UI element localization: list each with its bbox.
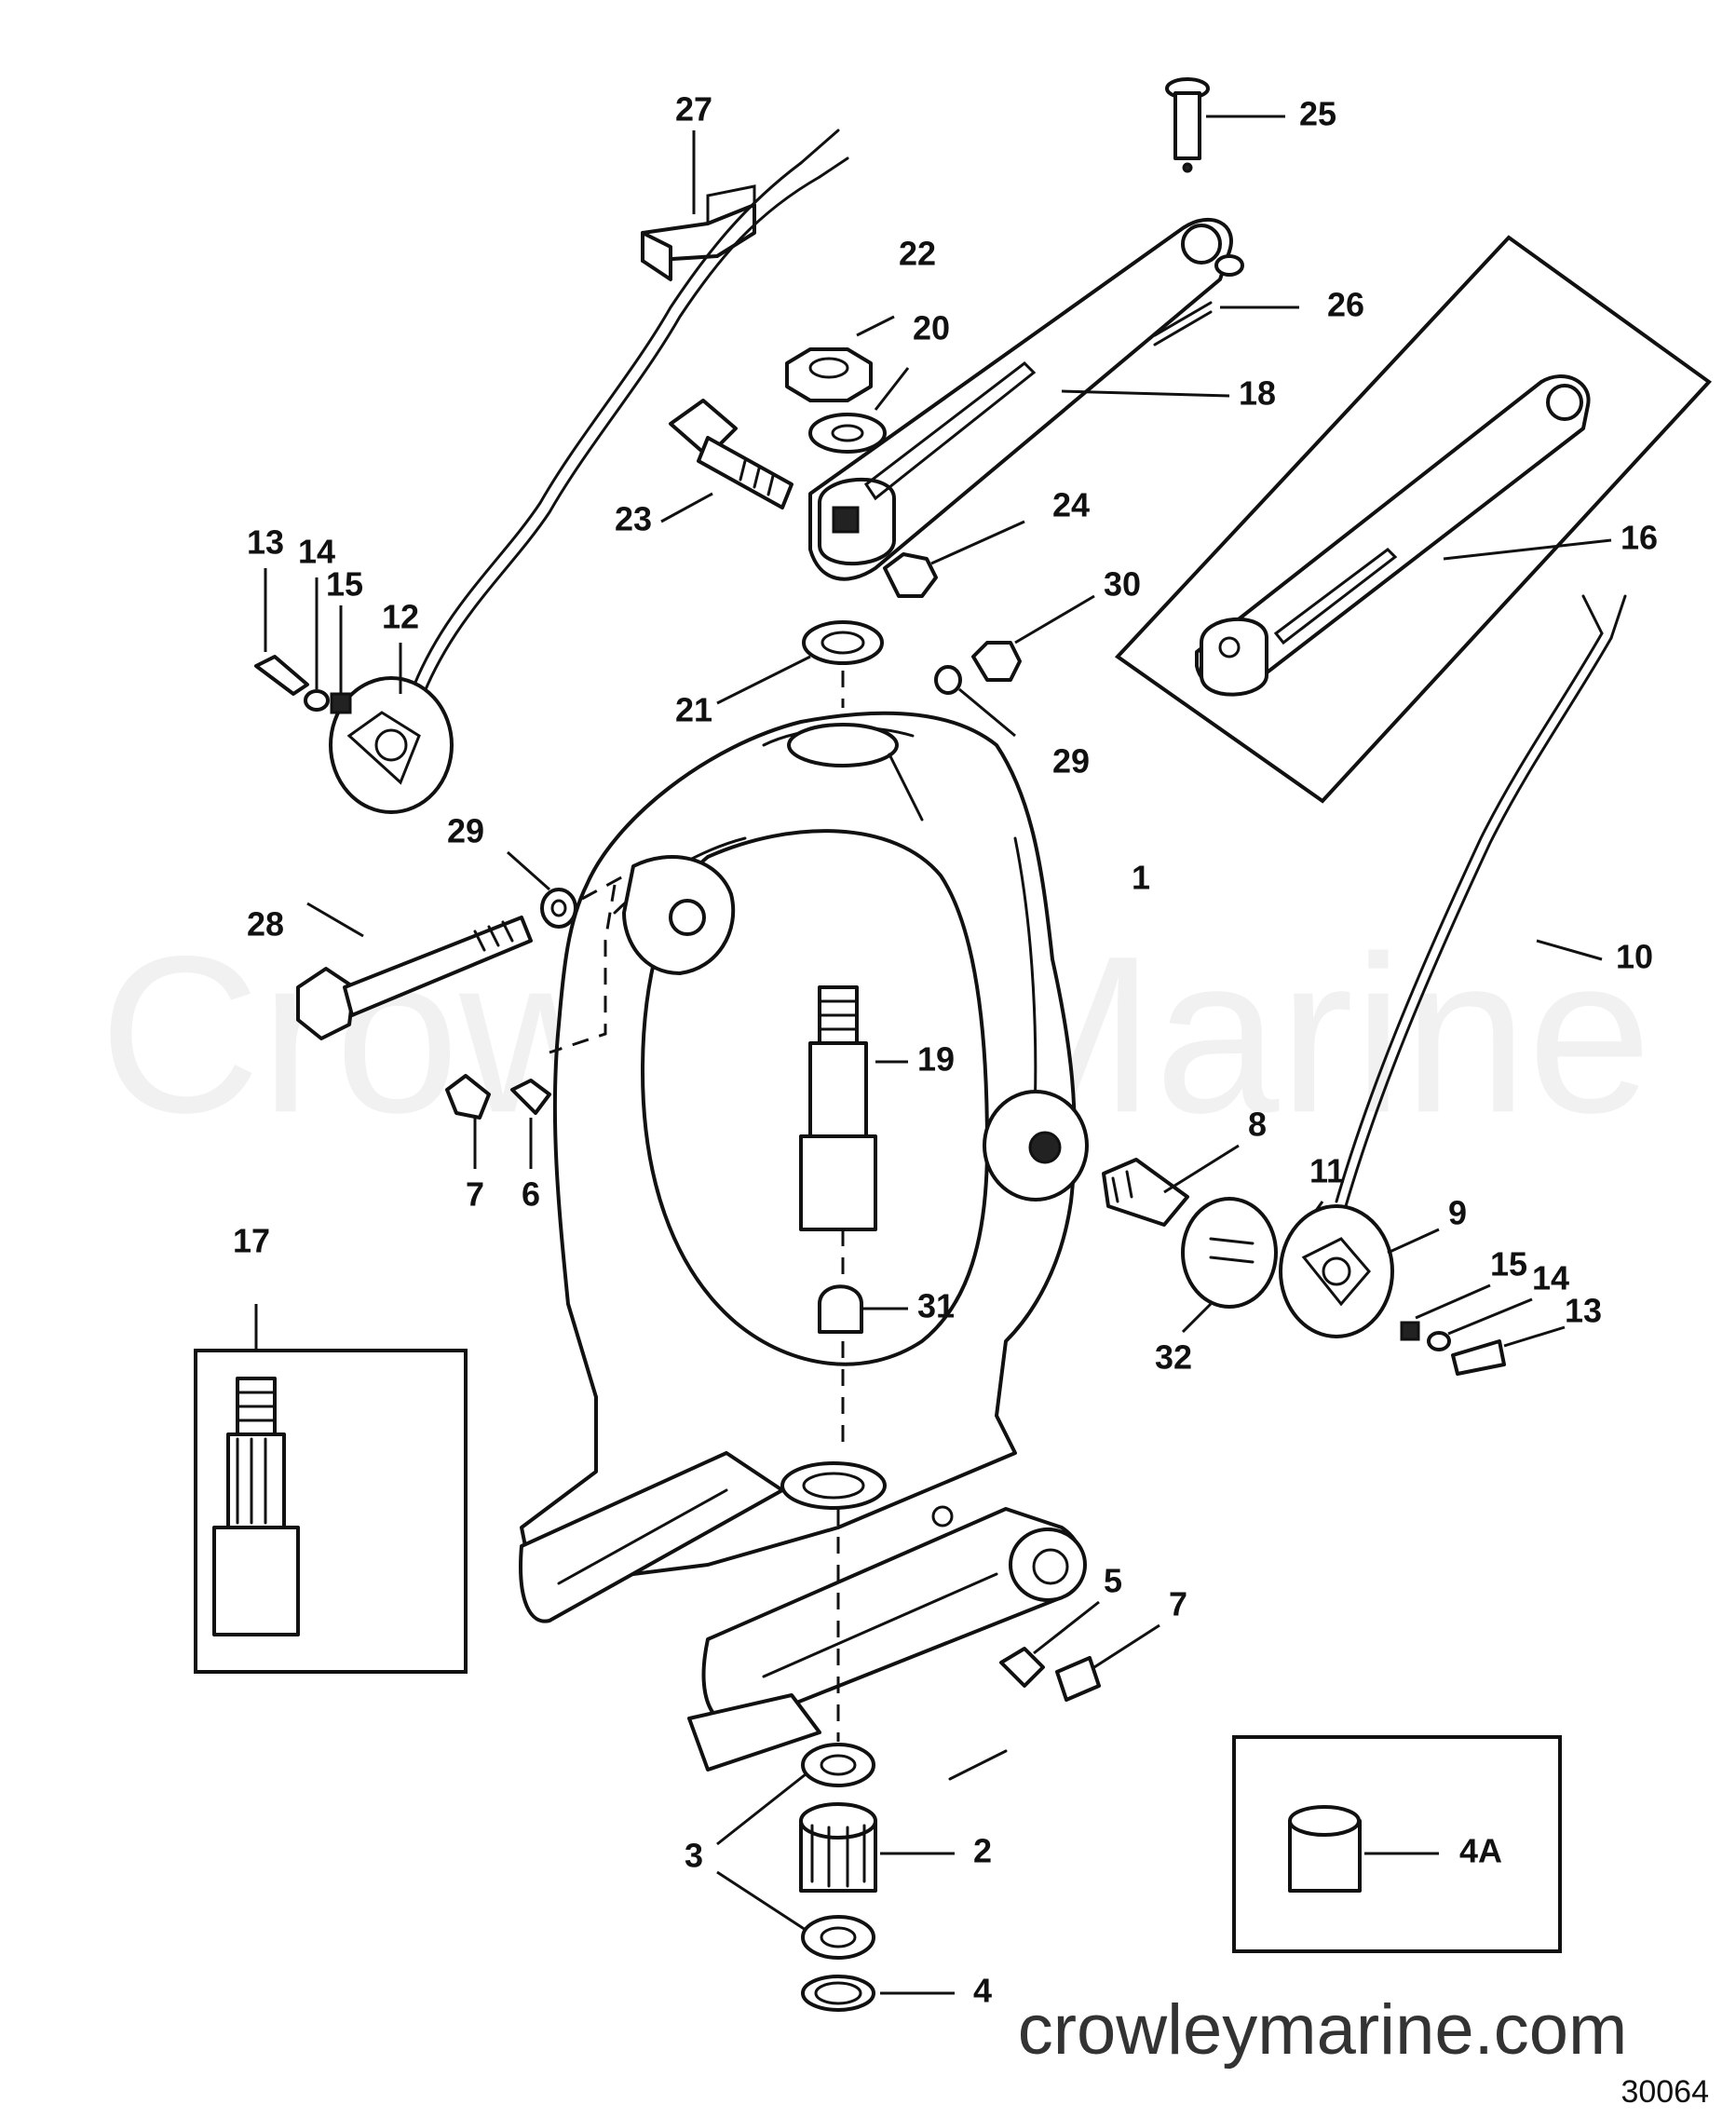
washer-14-right bbox=[1427, 1297, 1533, 1351]
washer-14-upper bbox=[304, 577, 330, 712]
callout-22: 22 bbox=[899, 235, 936, 273]
nut-24 bbox=[883, 520, 1025, 598]
trim-sender-12 bbox=[329, 129, 849, 814]
gimbal-ring bbox=[519, 711, 1089, 1781]
plug-7-lower bbox=[1055, 1623, 1160, 1702]
clevis-pin-25 bbox=[1165, 77, 1285, 173]
spacer-15-right bbox=[1400, 1283, 1491, 1341]
fitting-6 bbox=[510, 1079, 551, 1169]
callout-3: 3 bbox=[685, 1837, 703, 1875]
callout-13-upper: 13 bbox=[247, 523, 284, 562]
callout-18: 18 bbox=[1239, 374, 1276, 413]
bracket-27 bbox=[641, 130, 756, 281]
inset-box-17 bbox=[194, 1304, 468, 1674]
callout-29-left: 29 bbox=[447, 812, 484, 850]
callout-17: 17 bbox=[233, 1222, 270, 1260]
callout-21: 21 bbox=[675, 691, 712, 729]
reference-number: 30064 bbox=[1621, 2074, 1709, 2110]
callout-15-right: 15 bbox=[1490, 1245, 1527, 1283]
callout-26: 26 bbox=[1327, 286, 1364, 324]
washer-4 bbox=[801, 1975, 955, 2012]
bolt-28 bbox=[296, 902, 533, 1040]
callout-4a: 4A bbox=[1459, 1832, 1502, 1870]
nut-22 bbox=[785, 315, 895, 402]
spacer-15-upper bbox=[330, 605, 352, 714]
nut-30 bbox=[971, 594, 1095, 682]
callout-12: 12 bbox=[382, 598, 419, 636]
callout-8: 8 bbox=[1248, 1106, 1267, 1144]
callout-27: 27 bbox=[675, 90, 712, 129]
callout-28: 28 bbox=[247, 905, 284, 944]
inset-box-4a bbox=[1232, 1735, 1562, 1953]
callout-1: 1 bbox=[1132, 859, 1150, 897]
callout-2: 2 bbox=[973, 1832, 992, 1870]
plug bbox=[818, 1284, 908, 1334]
fitting-7-left bbox=[445, 1074, 491, 1169]
callout-7-left: 7 bbox=[466, 1175, 484, 1214]
callout-31: 31 bbox=[917, 1287, 955, 1325]
washer-21 bbox=[716, 620, 884, 705]
washer-29-right bbox=[934, 665, 1016, 738]
callout-10: 10 bbox=[1616, 938, 1653, 976]
callout-11: 11 bbox=[1309, 1152, 1345, 1190]
cotter-pin-26 bbox=[1153, 301, 1299, 346]
trim-sender-9 bbox=[1279, 594, 1627, 1338]
callout-4: 4 bbox=[973, 1972, 992, 2010]
callout-32: 32 bbox=[1155, 1338, 1192, 1377]
screw-13-upper bbox=[254, 568, 309, 696]
callout-19: 19 bbox=[917, 1040, 955, 1079]
callout-5: 5 bbox=[1104, 1562, 1122, 1600]
inset-box-16 bbox=[1114, 235, 1712, 804]
fitting-8 bbox=[1102, 1144, 1240, 1227]
callout-25: 25 bbox=[1299, 95, 1336, 133]
callout-14-right: 14 bbox=[1532, 1259, 1569, 1297]
washer-20 bbox=[808, 367, 910, 454]
callout-24: 24 bbox=[1052, 486, 1090, 524]
pivot-pin bbox=[799, 985, 908, 1231]
callout-7-right: 7 bbox=[1169, 1585, 1187, 1623]
screw-13-right bbox=[1451, 1325, 1566, 1376]
fitting-5 bbox=[999, 1600, 1100, 1688]
callout-9: 9 bbox=[1448, 1194, 1467, 1232]
callout-6: 6 bbox=[522, 1175, 540, 1214]
callout-30: 30 bbox=[1104, 565, 1141, 604]
callout-29-right: 29 bbox=[1052, 742, 1090, 781]
bearing-2 bbox=[799, 1802, 955, 1893]
callout-20: 20 bbox=[913, 309, 950, 347]
callout-15-upper: 15 bbox=[326, 565, 363, 604]
gasket-32 bbox=[1181, 1197, 1278, 1334]
watermark-url: crowleymarine.com bbox=[1018, 1990, 1628, 2070]
callout-16: 16 bbox=[1621, 519, 1658, 557]
seal-3-upper bbox=[801, 1743, 875, 1787]
center-axis bbox=[836, 671, 845, 1742]
bolt-23 bbox=[660, 399, 793, 523]
callout-14-upper: 14 bbox=[298, 533, 335, 571]
steering-lever bbox=[808, 218, 1244, 581]
bolt-28-guide bbox=[549, 869, 634, 1054]
callout-13-right: 13 bbox=[1565, 1292, 1602, 1330]
seal-3-lower bbox=[801, 1915, 875, 1960]
callout-23: 23 bbox=[615, 500, 652, 538]
washer-29-left bbox=[507, 850, 577, 929]
seal-3-leader bbox=[716, 1772, 807, 1932]
